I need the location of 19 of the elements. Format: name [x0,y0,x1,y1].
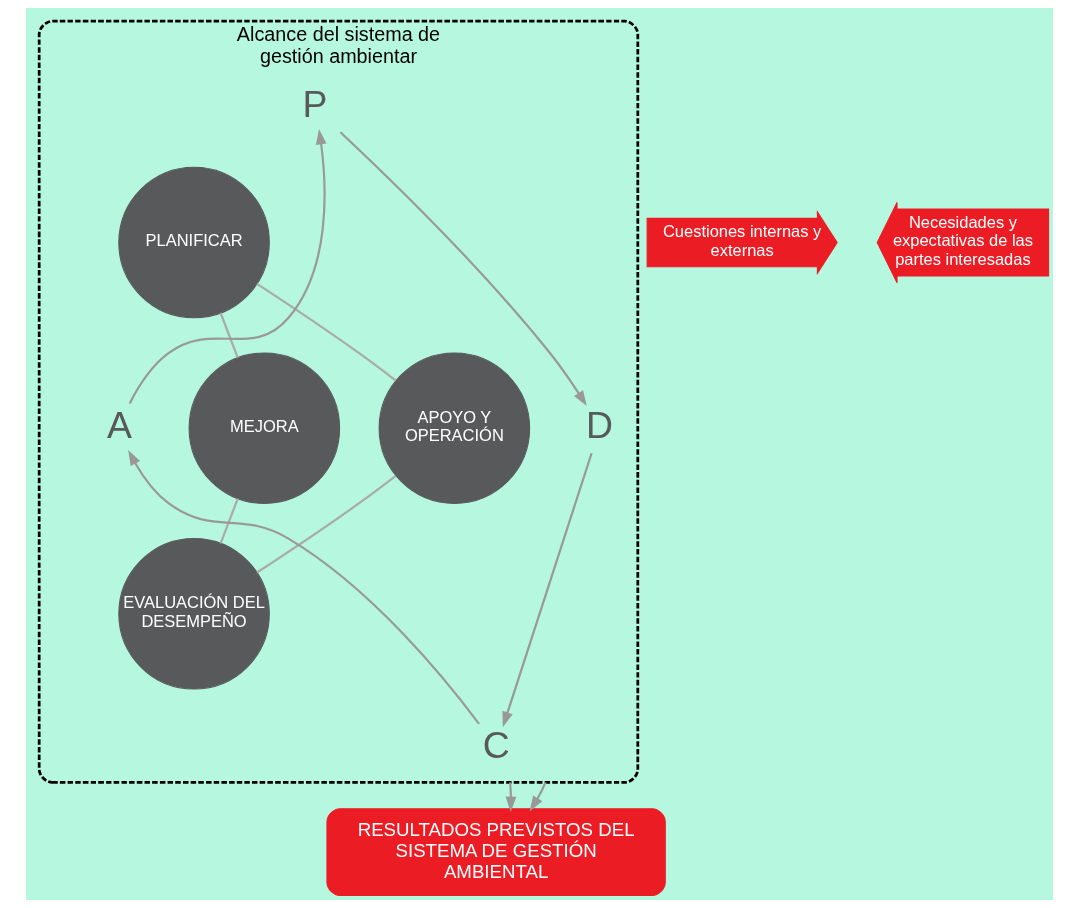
node-text: C [482,724,510,767]
node-text: D [585,403,613,446]
node-circle: EVALUACIÓN DEL DESEMPEÑO [118,538,270,690]
connector [219,312,239,359]
arrow [529,782,547,812]
arrow [128,128,327,404]
node-circle: MEJORA [188,352,341,504]
arrow [339,131,587,407]
connector [219,498,239,544]
node-circle: APOYO Y OPERACIÓN [378,352,531,504]
node-circle: PLANIFICAR [118,166,270,319]
arrow [502,452,593,728]
arrow [128,449,480,725]
arrow [505,782,517,813]
node-text: A [106,403,132,446]
node-box: RESULTADOS PREVISTOS DEL SISTEMA DE GESTIÓN AMBIENTAL [326,808,666,897]
connector [256,475,397,574]
connector [256,282,397,382]
node-text: P [302,83,328,126]
